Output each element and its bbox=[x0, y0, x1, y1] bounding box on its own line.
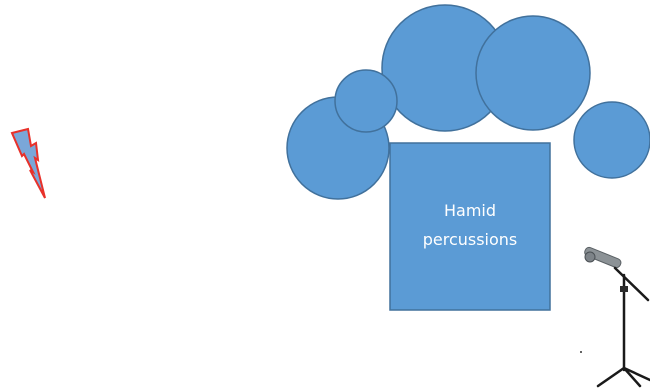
percussion-box-label-line1: Hamid bbox=[444, 201, 496, 220]
microphone-stand-icon bbox=[580, 246, 650, 388]
percussion-box: Hamid percussions bbox=[389, 142, 551, 311]
drum-left-small bbox=[334, 69, 398, 133]
drum-kit bbox=[286, 4, 650, 200]
drum-top-right bbox=[475, 15, 591, 131]
drum-right-small bbox=[573, 101, 650, 179]
percussion-box-label-line2: percussions bbox=[423, 230, 518, 249]
lightning-bolt-icon bbox=[10, 127, 46, 199]
